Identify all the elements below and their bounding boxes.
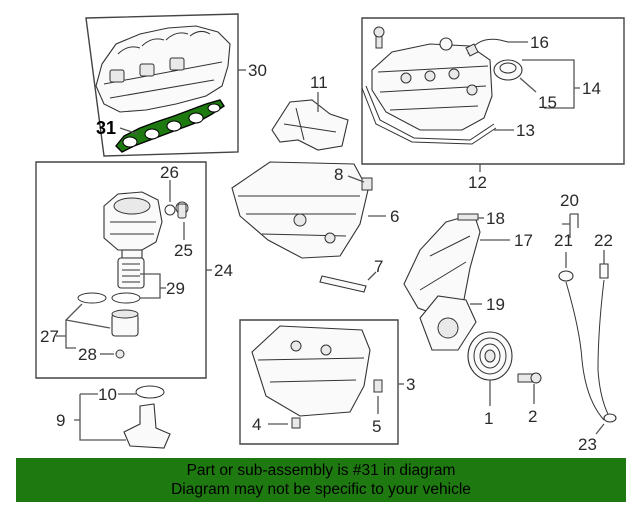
callout-22: 22 [594,231,613,250]
callout-11: 11 [310,73,328,92]
callout-17: 17 [514,231,533,250]
intake-manifold-group: 31 30 [85,13,267,157]
intake-manifold-frame [85,13,239,157]
callout-29: 29 [166,279,185,298]
callout-2: 2 [528,407,537,426]
callout-27: 27 [40,327,59,346]
callout-1: 1 [484,409,493,428]
manifold-gasket-31 [115,99,225,153]
leader-31 [119,127,139,135]
callout-3: 3 [406,375,415,394]
callout-24: 24 [214,261,233,280]
heat-shield-11: 11 [271,73,349,151]
lower-oil-pan-frame [239,319,399,445]
callout-6: 6 [390,207,399,226]
bracket-29 [140,273,166,299]
valve-cover-frame [361,17,625,165]
valve-cover-group: 16 14 15 13 12 [361,17,625,192]
callout-23: 23 [578,435,597,454]
intake-manifold-illustration [95,25,231,113]
callout-14: 14 [582,79,601,98]
callout-10: 10 [98,385,117,404]
leader-15 [519,77,537,93]
oil-filter-housing-group: 26 25 24 29 27 28 [35,161,233,379]
callout-9: 9 [56,411,65,430]
footer-banner: Part or sub-assembly is #31 in diagram D… [16,458,626,502]
callout-31: 31 [96,118,116,138]
callout-18: 18 [486,209,505,228]
footer-line-2: Diagram may not be specific to your vehi… [171,481,471,498]
callout-20: 20 [560,191,579,210]
oil-pickup-group: 10 9 [56,385,171,449]
bracket-14 [522,59,580,109]
oil-filter-housing-illustration [77,191,189,359]
callout-30: 30 [248,61,267,80]
callout-21: 21 [554,231,573,250]
callout-16: 16 [530,33,549,52]
callout-4: 4 [252,415,261,434]
callout-25: 25 [174,241,193,260]
parts-diagram: 31 30 16 14 15 13 [35,13,625,454]
callout-15: 15 [538,93,557,112]
upper-oil-pan-group: 6 8 7 [231,161,399,293]
timing-cover-group: 18 17 19 1 2 [403,209,542,428]
callout-13: 13 [516,121,535,140]
valve-cover-illustration [361,26,523,145]
dipstick-group: 20 21 22 23 [554,191,617,454]
lower-oil-pan-group: 5 4 3 [239,319,415,445]
callout-28: 28 [78,345,97,364]
callout-5: 5 [372,417,381,436]
oil-filter-frame [35,161,207,379]
footer-line-1: Part or sub-assembly is #31 in diagram [186,462,456,479]
callout-26: 26 [160,163,179,182]
callout-19: 19 [486,295,505,314]
callout-7: 7 [374,257,383,276]
crankshaft-pulley-1 [467,331,513,381]
callout-8: 8 [334,165,343,184]
bracket-27 [56,303,111,349]
callout-12: 12 [468,173,487,192]
